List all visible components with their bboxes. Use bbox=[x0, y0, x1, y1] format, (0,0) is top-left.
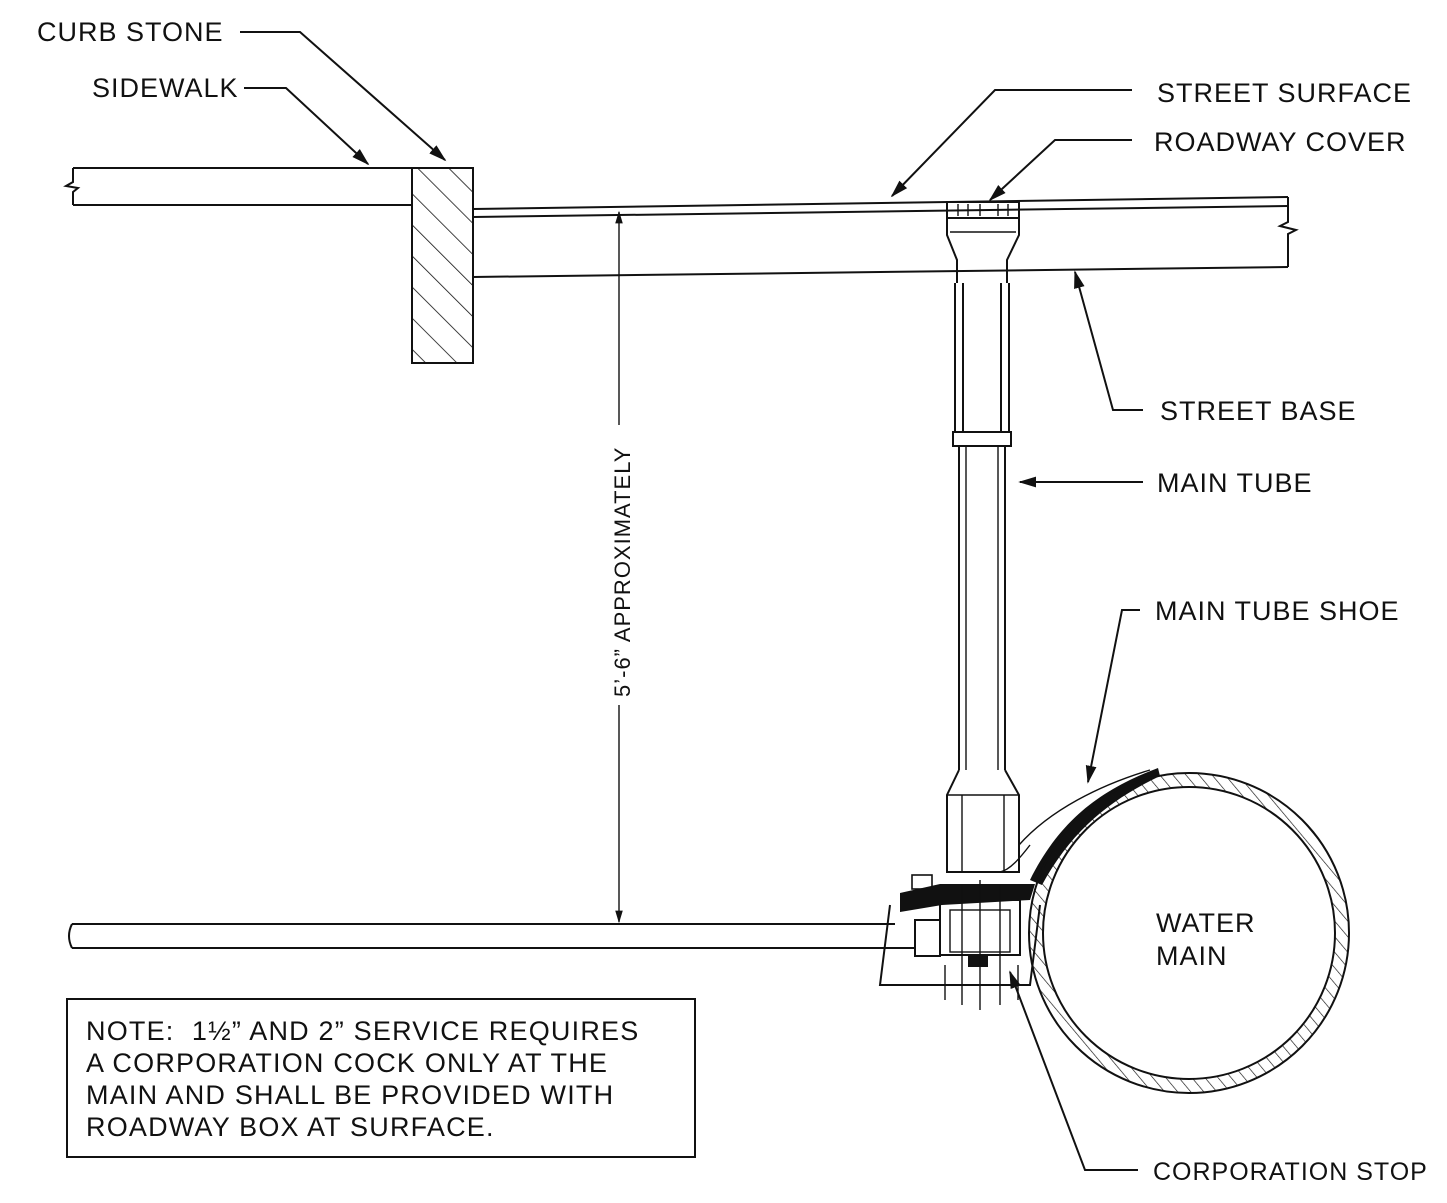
label-curb-stone: CURB STONE bbox=[37, 17, 224, 47]
note-line-4: ROADWAY BOX AT SURFACE. bbox=[86, 1112, 495, 1142]
main-tube bbox=[952, 283, 1012, 770]
label-corporation-stop: CORPORATION STOP bbox=[1153, 1158, 1428, 1186]
note-line-3: MAIN AND SHALL BE PROVIDED WITH bbox=[86, 1080, 615, 1110]
note-line-1: NOTE: 1½” AND 2” SERVICE REQUIRES bbox=[86, 1016, 640, 1046]
label-main-tube: MAIN TUBE bbox=[1157, 468, 1313, 498]
curb-stone bbox=[411, 167, 474, 364]
label-street-base: STREET BASE bbox=[1160, 396, 1357, 426]
label-main-tube-shoe: MAIN TUBE SHOE bbox=[1155, 596, 1400, 626]
leader-lines bbox=[240, 31, 1143, 1171]
street-layers bbox=[472, 196, 1299, 278]
label-street-surface: STREET SURFACE bbox=[1157, 78, 1412, 108]
depth-dimension: 5’-6” APPROXIMATELY bbox=[610, 210, 635, 924]
note-box: NOTE: 1½” AND 2” SERVICE REQUIRES A CORP… bbox=[66, 998, 696, 1158]
label-water-main-line2: MAIN bbox=[1156, 941, 1228, 971]
service-line bbox=[68, 923, 915, 949]
label-roadway-cover: ROADWAY COVER bbox=[1154, 127, 1407, 157]
label-water-main-line1: WATER bbox=[1156, 908, 1256, 938]
dimension-text: 5’-6” APPROXIMATELY bbox=[610, 447, 635, 697]
water-main-pipe bbox=[1028, 772, 1350, 1094]
roadway-cover bbox=[946, 201, 1020, 283]
sidewalk-slab bbox=[63, 167, 412, 206]
label-sidewalk: SIDEWALK bbox=[92, 73, 239, 103]
corporation-stop-fitting bbox=[878, 874, 1041, 1010]
note-line-2: A CORPORATION COCK ONLY AT THE bbox=[86, 1048, 609, 1078]
